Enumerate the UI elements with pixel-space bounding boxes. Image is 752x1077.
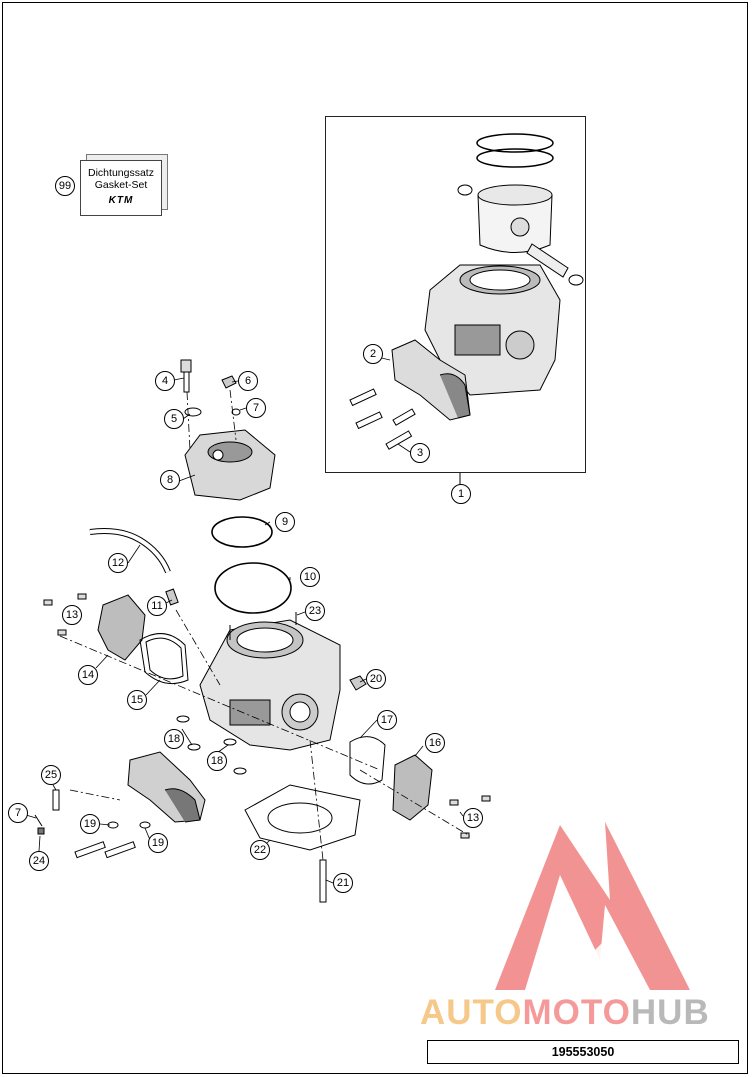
callout-20[interactable]: 20 xyxy=(366,669,386,689)
callout-11[interactable]: 11 xyxy=(147,596,167,616)
callout-24[interactable]: 24 xyxy=(29,851,49,871)
callout-25[interactable]: 25 xyxy=(41,765,61,785)
watermark-auto: AUTO xyxy=(420,993,523,1032)
callout-18-right[interactable]: 18 xyxy=(207,751,227,771)
callout-19-right[interactable]: 19 xyxy=(148,833,168,853)
cylinder-kit-group-box xyxy=(325,116,586,473)
gasket-set-line2: Gasket-Set xyxy=(94,179,148,191)
callout-1[interactable]: 1 xyxy=(451,484,471,504)
part-number-box: 195553050 xyxy=(427,1040,739,1064)
callout-12[interactable]: 12 xyxy=(108,553,128,573)
callout-17[interactable]: 17 xyxy=(377,710,397,730)
callout-13-right[interactable]: 13 xyxy=(463,808,483,828)
callout-21[interactable]: 21 xyxy=(333,873,353,893)
callout-18-left[interactable]: 18 xyxy=(164,729,184,749)
callout-4[interactable]: 4 xyxy=(155,371,175,391)
callout-3[interactable]: 3 xyxy=(410,443,430,463)
callout-13-left[interactable]: 13 xyxy=(62,605,82,625)
callout-9[interactable]: 9 xyxy=(275,512,295,532)
watermark-hub: HUB xyxy=(630,993,710,1032)
callout-23[interactable]: 23 xyxy=(305,601,325,621)
callout-5[interactable]: 5 xyxy=(164,409,184,429)
gasket-set-box: Dichtungssatz Gasket-Set KTM xyxy=(80,160,162,216)
callout-22[interactable]: 22 xyxy=(250,840,270,860)
piston-ring-bottom xyxy=(476,148,554,168)
callout-16[interactable]: 16 xyxy=(425,733,445,753)
callout-15[interactable]: 15 xyxy=(127,690,147,710)
callout-19-left[interactable]: 19 xyxy=(80,814,100,834)
gasket-set-line1: Dichtungssatz xyxy=(88,167,154,179)
callout-6[interactable]: 6 xyxy=(238,371,258,391)
watermark-text: AUTOMOTOHUB xyxy=(420,995,710,1031)
callout-7-bottom[interactable]: 7 xyxy=(8,803,28,823)
callout-8[interactable]: 8 xyxy=(160,470,180,490)
watermark-moto: MOTO xyxy=(522,993,631,1032)
callout-10[interactable]: 10 xyxy=(300,567,320,587)
callout-14[interactable]: 14 xyxy=(78,665,98,685)
callout-99[interactable]: 99 xyxy=(55,176,75,196)
callout-2[interactable]: 2 xyxy=(363,344,383,364)
ktm-logo: KTM xyxy=(108,195,134,206)
callout-7-top[interactable]: 7 xyxy=(246,398,266,418)
piston-ring-top xyxy=(476,133,554,153)
